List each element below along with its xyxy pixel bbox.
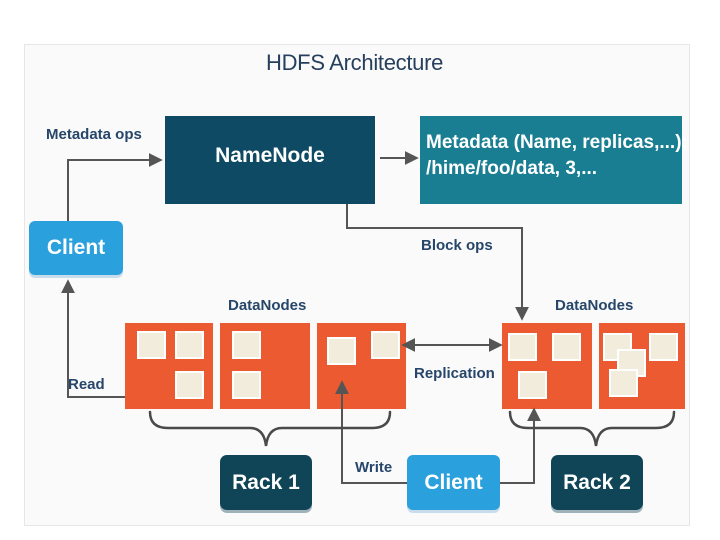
data-block <box>175 331 204 359</box>
block-ops-arrow <box>346 204 529 321</box>
write-label: Write <box>355 459 393 476</box>
datanode-rack1-2 <box>220 323 310 409</box>
rack-2-label: Rack 2 <box>563 470 631 494</box>
data-block <box>137 331 166 359</box>
rack-2-brace <box>508 410 676 447</box>
data-block <box>371 331 400 359</box>
rack-1-box: Rack 1 <box>220 455 312 510</box>
client-top-box: Client <box>29 221 123 275</box>
client-to-rack2-arrow <box>500 407 541 484</box>
metadata-ops-arrow <box>67 153 163 221</box>
rack-1-brace <box>148 410 392 447</box>
read-arrow <box>61 279 125 398</box>
client-bottom-box: Client <box>407 455 500 510</box>
block-ops-label: Block ops <box>421 237 493 254</box>
replication-label: Replication <box>414 365 495 382</box>
rack-2-box: Rack 2 <box>551 455 643 510</box>
data-block <box>175 371 204 399</box>
data-block <box>518 371 547 399</box>
datanode-rack2-1 <box>502 323 592 409</box>
datanode-rack1-1 <box>125 323 213 409</box>
namenode-label: NameNode <box>215 144 325 167</box>
data-block <box>232 331 261 359</box>
write-arrow <box>335 380 407 484</box>
metadata-ops-label: Metadata ops <box>46 126 142 143</box>
read-label: Read <box>68 376 105 393</box>
metadata-line-2: /hime/foo/data, 3,... <box>426 158 598 179</box>
datanode-rack2-2 <box>599 323 685 409</box>
metadata-box: Metadata (Name, replicas,...): /hime/foo… <box>420 116 688 204</box>
diagram-title: HDFS Architecture <box>266 50 444 75</box>
data-block <box>609 369 638 397</box>
datanodes-left-label: DataNodes <box>228 297 307 314</box>
data-block <box>649 333 678 361</box>
namenode-box: NameNode <box>165 116 375 204</box>
metadata-line-1: Metadata (Name, replicas,...): <box>426 132 688 153</box>
data-block <box>327 337 356 365</box>
data-block <box>232 371 261 399</box>
client-top-label: Client <box>46 236 106 259</box>
data-block <box>508 333 537 361</box>
datanodes-right-label: DataNodes <box>555 297 634 314</box>
rack-1-label: Rack 1 <box>232 470 300 494</box>
client-bottom-label: Client <box>424 470 483 494</box>
data-block <box>552 333 581 361</box>
datanode-rack1-3 <box>317 323 406 409</box>
